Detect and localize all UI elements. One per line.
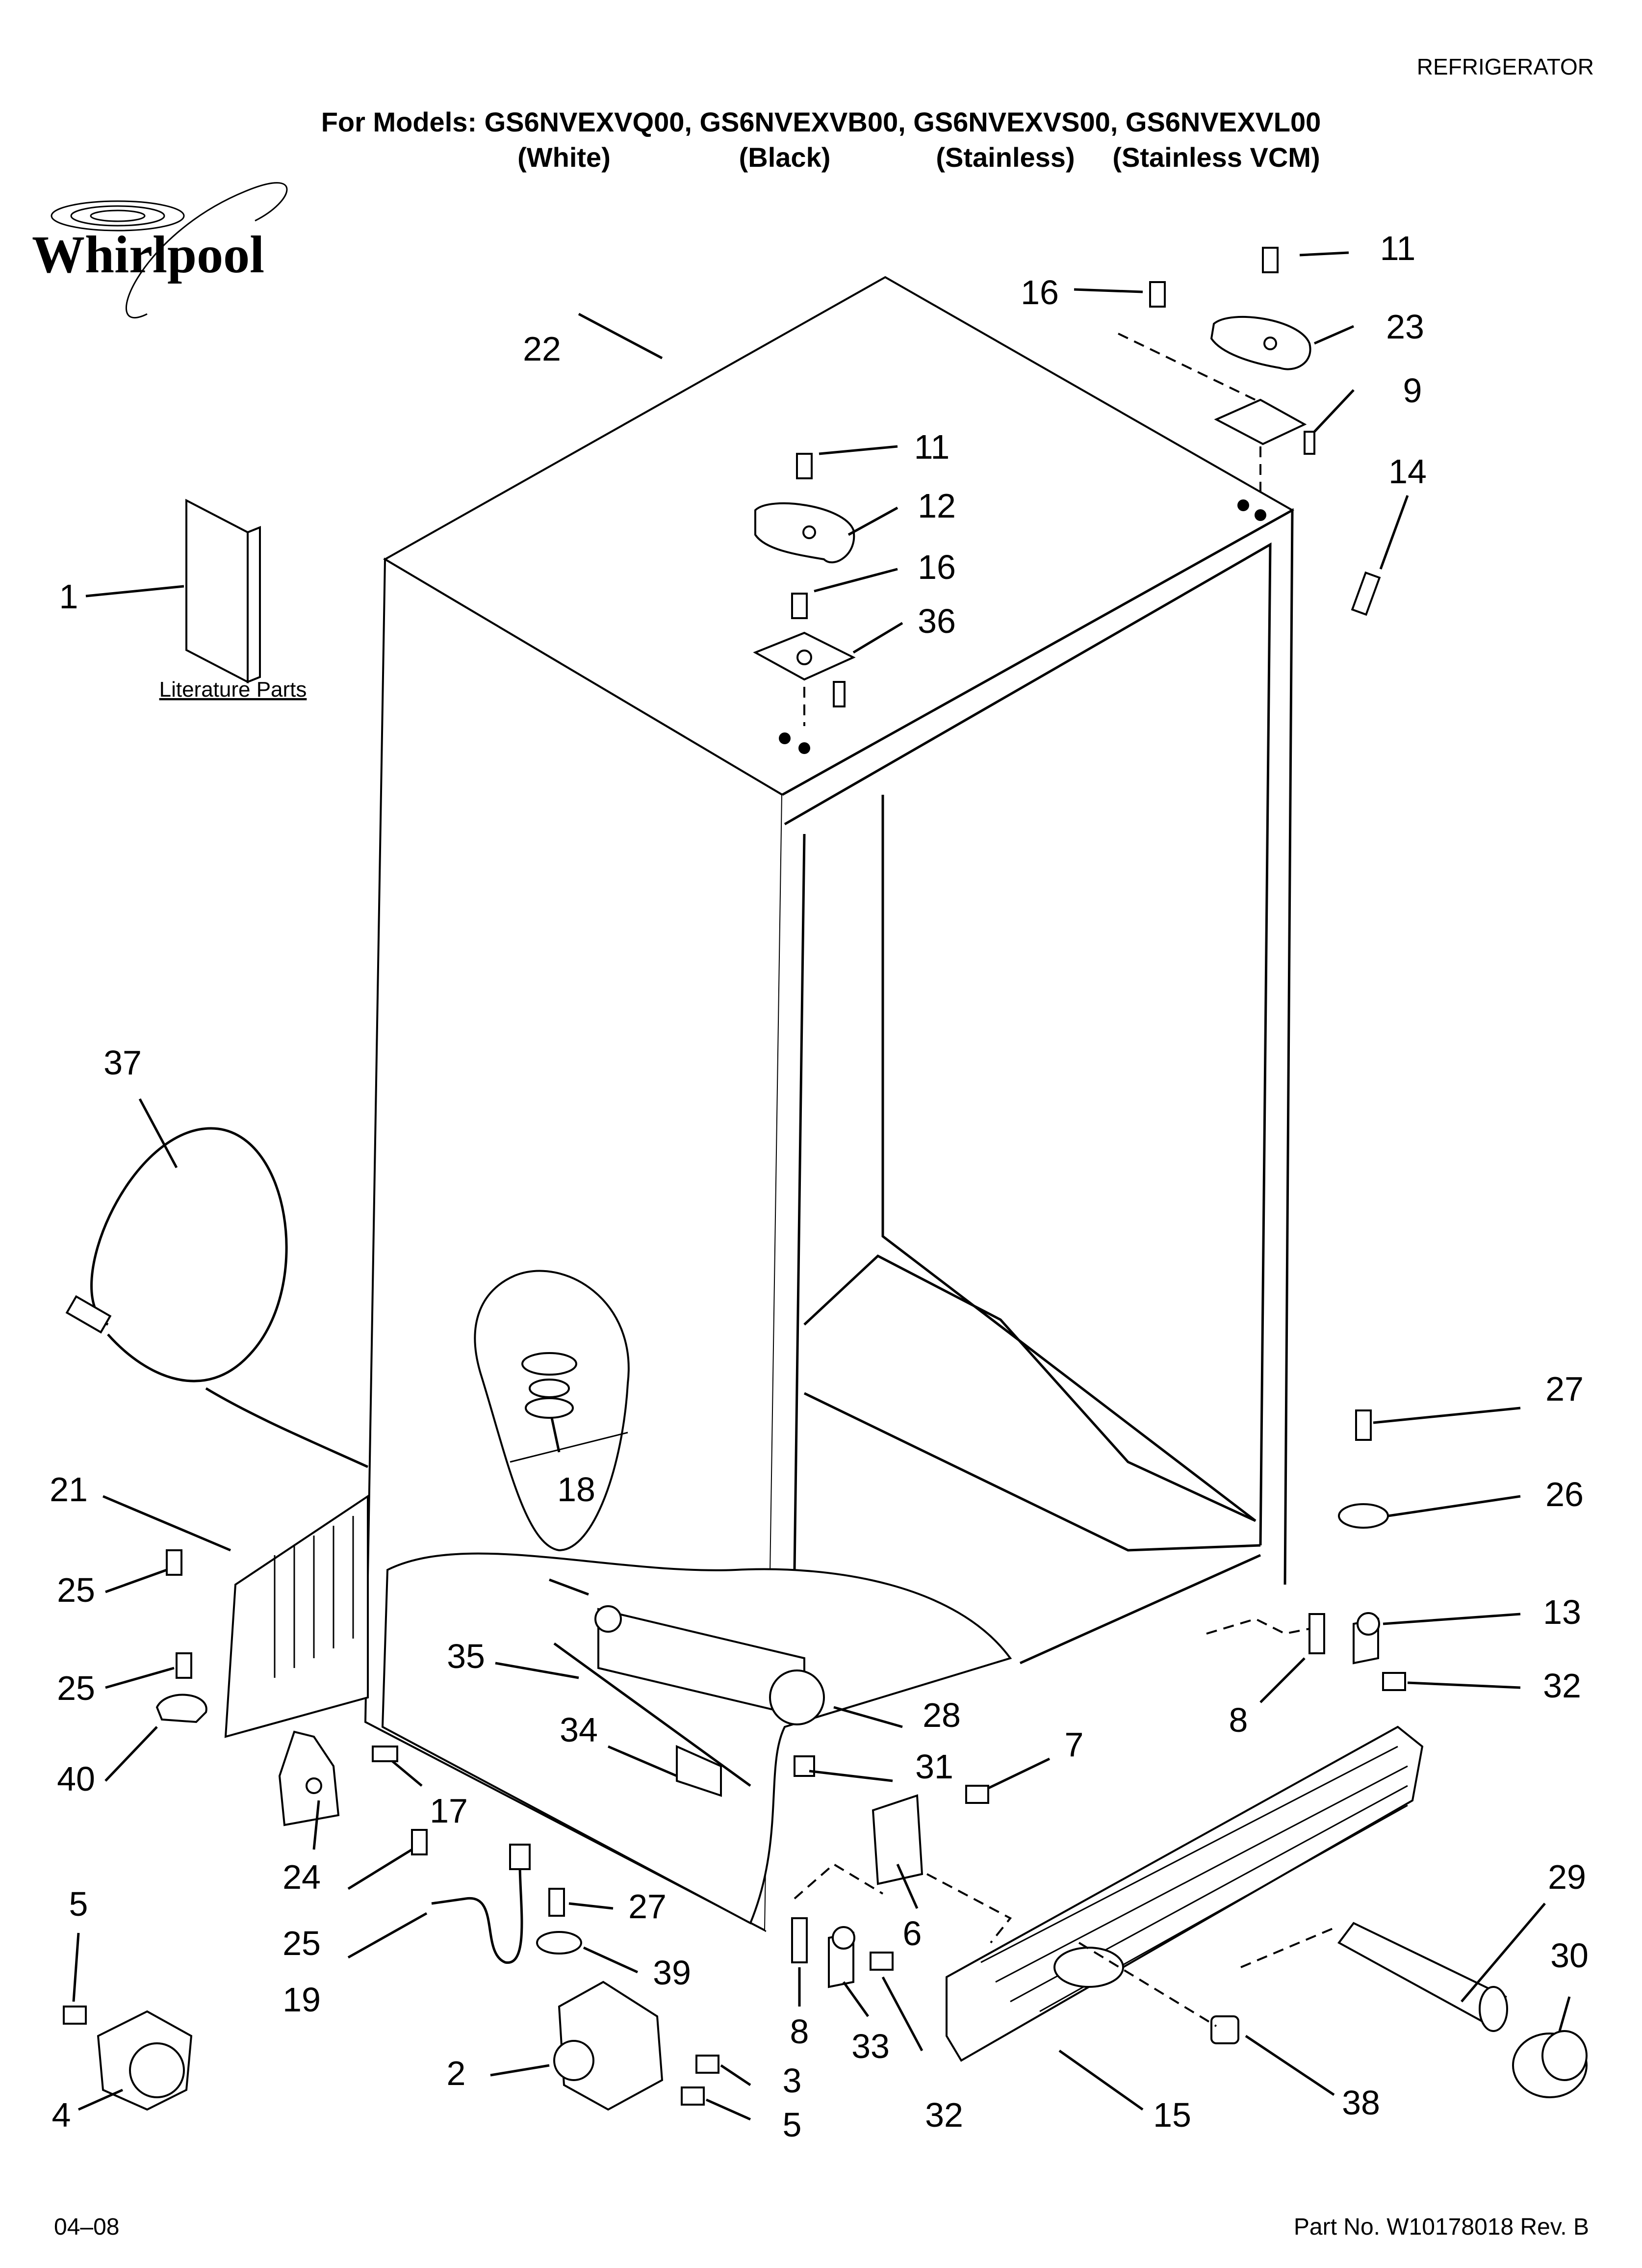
callout-21: 21: [50, 1470, 88, 1509]
variant-black: (Black): [739, 142, 831, 173]
callout-2: 2: [447, 2054, 466, 2092]
callout-23: 23: [1386, 308, 1424, 346]
callout-15: 15: [1153, 2096, 1191, 2134]
callout-11-center: 11: [914, 428, 950, 466]
toe-grille-15: [946, 1725, 1424, 2062]
callout-28: 28: [923, 1696, 961, 1734]
callout-17: 17: [430, 1792, 468, 1830]
drain-assembly: [549, 1578, 825, 1797]
part-38: [1210, 2015, 1239, 2044]
lower-brackets: [791, 1785, 1012, 1988]
callout-25-b: 25: [57, 1669, 95, 1707]
callout-16-top-right: 16: [1021, 273, 1059, 312]
callout-7: 7: [1065, 1725, 1084, 1764]
callout-5-lower: 5: [783, 2106, 802, 2144]
left-brackets: [155, 1549, 398, 1826]
callout-19: 19: [282, 1981, 321, 2019]
callout-32-lower: 32: [925, 2096, 963, 2134]
callout-1: 1: [59, 577, 78, 616]
rear-grille-21: [224, 1494, 369, 1738]
callout-40: 40: [57, 1760, 95, 1798]
callout-31: 31: [915, 1747, 953, 1786]
category-label: REFRIGERATOR: [1417, 54, 1594, 79]
callout-3: 3: [783, 2061, 802, 2100]
top-hinge-right: [1118, 247, 1381, 616]
variant-stainless: (Stainless): [936, 142, 1075, 173]
callout-13: 13: [1543, 1593, 1581, 1631]
callout-4: 4: [52, 2096, 71, 2134]
callout-11-top-right: 11: [1380, 229, 1416, 267]
power-cord-37: [90, 1127, 369, 1468]
screw-25-lower: [411, 1829, 428, 1855]
leader-lines: [72, 251, 1571, 2121]
variant-white: (White): [517, 142, 611, 173]
callout-38: 38: [1342, 2084, 1380, 2122]
literature-book-1: [185, 498, 261, 684]
callout-39: 39: [653, 1954, 691, 1992]
variant-stainless-vcm: (Stainless VCM): [1112, 142, 1320, 173]
callout-25-a: 25: [57, 1571, 95, 1609]
callout-27-lower: 27: [628, 1887, 667, 1926]
callout-29: 29: [1548, 1858, 1586, 1896]
callout-27-right: 27: [1545, 1370, 1584, 1408]
callout-9: 9: [1403, 371, 1422, 410]
callout-24: 24: [282, 1858, 321, 1896]
callout-18: 18: [557, 1470, 595, 1509]
filter-cap-30: [1512, 2030, 1588, 2098]
right-hinge-parts: [1206, 1612, 1406, 1691]
bottom-hinge-2: [553, 1981, 719, 2111]
callout-16-center: 16: [918, 548, 956, 586]
roller-4: [63, 2006, 193, 2111]
callout-32-right: 32: [1543, 1667, 1581, 1705]
footer-part-number: Part No. W10178018 Rev. B: [1294, 2214, 1589, 2240]
callout-labels: 22 11 16 23 9 14 11 12 16 36 1 37 18 21 …: [50, 229, 1589, 2144]
water-line-19: [431, 1864, 523, 1964]
callout-35: 35: [447, 1637, 485, 1675]
filter-dash-line: [1078, 1927, 1334, 2027]
whirlpool-logo: Whirlpool: [32, 182, 288, 318]
callout-12: 12: [918, 487, 956, 525]
callout-5-left: 5: [69, 1885, 88, 1923]
callout-8-right: 8: [1229, 1701, 1248, 1739]
callout-30: 30: [1550, 1936, 1589, 1975]
callout-22: 22: [523, 330, 561, 368]
detail-bubble-18: [474, 1270, 630, 1552]
cord-plug: [65, 1295, 112, 1334]
callout-14: 14: [1388, 452, 1427, 491]
callout-26: 26: [1545, 1475, 1584, 1513]
callout-33: 33: [851, 2027, 890, 2065]
callout-37: 37: [103, 1043, 142, 1082]
callout-8-lower: 8: [790, 2012, 809, 2051]
cutaway-panel: [381, 1552, 1012, 1925]
logo-text: Whirlpool: [32, 226, 264, 284]
callout-36: 36: [918, 602, 956, 640]
levelers: [536, 1409, 1389, 1955]
callout-6: 6: [903, 1914, 922, 1953]
models-line: For Models: GS6NVEXVQ00, GS6NVEXVB00, GS…: [321, 106, 1321, 137]
callout-25-c: 25: [282, 1924, 321, 1962]
literature-parts-label: Literature Parts: [159, 678, 307, 702]
footer-date: 04–08: [54, 2214, 119, 2240]
callout-34: 34: [560, 1711, 598, 1749]
water-line-fitting: [509, 1844, 531, 1870]
top-hinge-center: [753, 453, 856, 754]
